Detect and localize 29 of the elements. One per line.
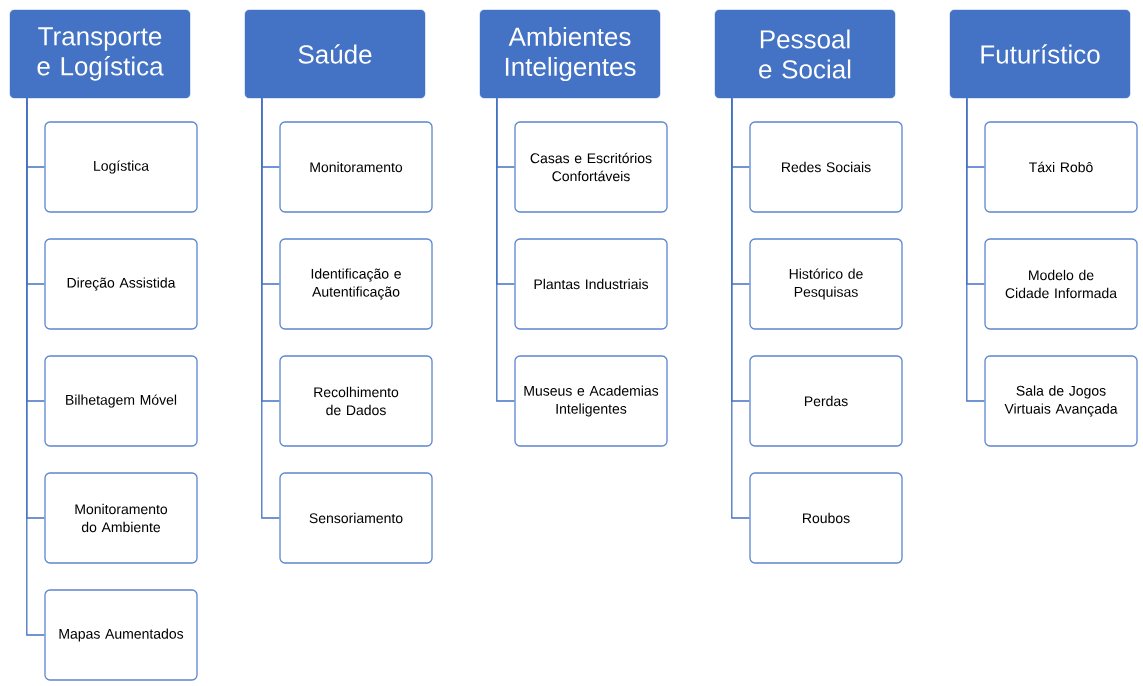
item-box: Mapas Aumentados [44, 589, 198, 681]
connector-line [731, 97, 750, 519]
item-box: Bilhetagem Móvel [44, 355, 198, 447]
item-box: Sala de Jogos Virtuais Avançada [984, 355, 1138, 447]
item-box: Roubos [749, 472, 903, 564]
item-box: Táxi Robô [984, 121, 1138, 213]
connector-line [26, 97, 45, 636]
category-box: Futurístico [949, 9, 1131, 99]
item-box: Sensoriamento [279, 472, 433, 564]
item-box: Casas e Escritórios Confortáveis [514, 121, 668, 213]
category-box: Pessoal e Social [714, 9, 896, 99]
item-box: Direção Assistida [44, 238, 198, 330]
item-box: Monitoramento do Ambiente [44, 472, 198, 564]
connector-line [261, 97, 280, 519]
category-box: Transporte e Logística [9, 9, 191, 99]
item-box: Perdas [749, 355, 903, 447]
item-box: Monitoramento [279, 121, 433, 213]
connector-line [966, 97, 985, 402]
category-box: Saúde [244, 9, 426, 99]
item-box: Plantas Industriais [514, 238, 668, 330]
item-box: Histórico de Pesquisas [749, 238, 903, 330]
item-box: Modelo de Cidade Informada [984, 238, 1138, 330]
item-box: Recolhimento de Dados [279, 355, 433, 447]
item-box: Redes Sociais [749, 121, 903, 213]
item-box: Logística [44, 121, 198, 213]
item-box: Identificação e Autentificação [279, 238, 433, 330]
connector-line [496, 97, 515, 402]
category-box: Ambientes Inteligentes [479, 9, 661, 99]
item-box: Museus e Academias Inteligentes [514, 355, 668, 447]
